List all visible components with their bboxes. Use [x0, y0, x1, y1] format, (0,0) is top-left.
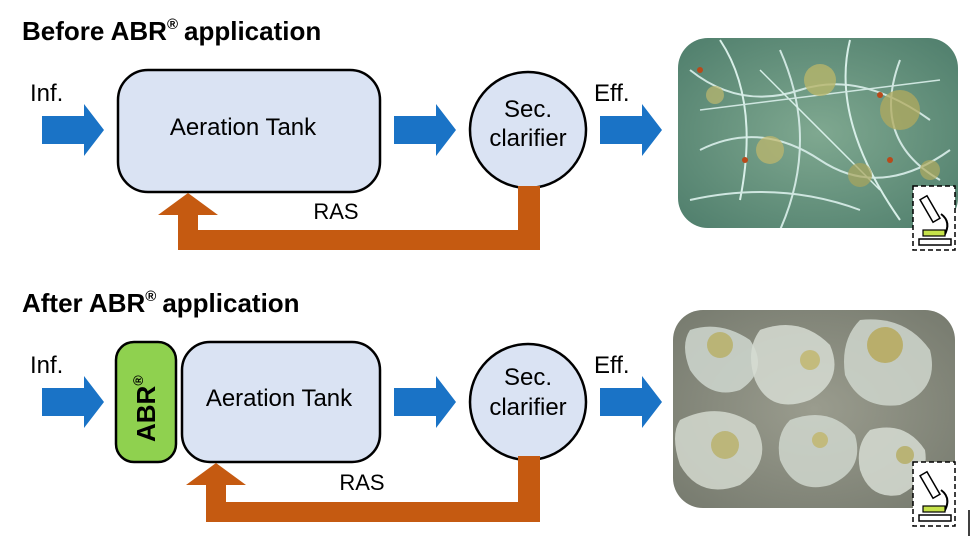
after-micrograph	[673, 310, 956, 527]
before-tank-to-clarifier-arrow	[394, 104, 456, 156]
before-ras-label: RAS	[313, 199, 358, 224]
before-clarifier-label-line2: clarifier	[489, 125, 566, 152]
before-heading: Before ABR®application	[22, 16, 321, 46]
before-section: Before ABR®application Inf. Aeration Tan…	[22, 16, 958, 251]
before-microscope-icon	[918, 194, 952, 246]
abr-unit	[114, 340, 178, 464]
before-influent-arrow	[42, 104, 104, 156]
abr-unit-label: ABR®	[130, 375, 161, 442]
before-effluent-label: Eff.	[594, 80, 630, 107]
after-aeration-tank-label: Aeration Tank	[206, 385, 353, 412]
after-clarifier-label-line2: clarifier	[489, 394, 566, 421]
before-effluent-arrow	[600, 104, 662, 156]
before-aeration-tank-label: Aeration Tank	[170, 114, 317, 141]
after-section: After ABR®application Inf. ABR® Aeration…	[22, 288, 970, 536]
before-clarifier-label-line1: Sec.	[504, 96, 552, 123]
after-influent-label: Inf.	[30, 352, 63, 379]
after-ras-label: RAS	[339, 470, 384, 495]
after-microscope-icon	[918, 470, 952, 522]
after-effluent-label: Eff.	[594, 352, 630, 379]
after-aeration-tank	[180, 340, 382, 464]
after-tank-to-clarifier-arrow	[394, 376, 456, 428]
after-clarifier-label-line1: Sec.	[504, 364, 552, 391]
before-micrograph	[678, 38, 958, 251]
after-influent-arrow	[42, 376, 104, 428]
before-ras-recycle-arrow	[158, 186, 540, 250]
after-ras-recycle-arrow	[186, 456, 540, 522]
after-effluent-arrow	[600, 376, 662, 428]
before-aeration-tank	[116, 68, 382, 194]
before-influent-label: Inf.	[30, 80, 63, 107]
after-heading: After ABR®application	[22, 288, 300, 318]
